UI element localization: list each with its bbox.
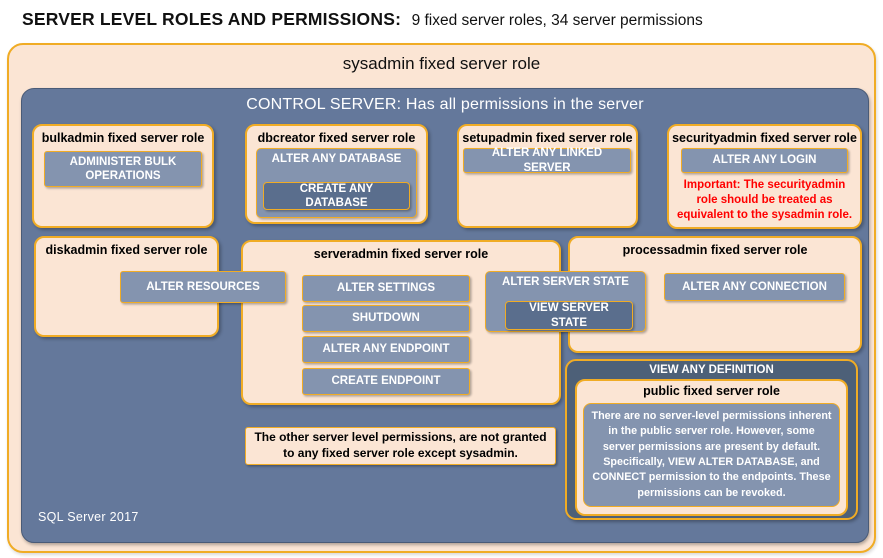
bulkadmin-role-box: bulkadmin fixed server role ADMINISTER B… [32, 124, 214, 228]
public-role-description: There are no server-level permissions in… [583, 403, 840, 507]
permission-create-endpoint: CREATE ENDPOINT [302, 368, 470, 395]
public-role-box: public fixed server role There are no se… [575, 379, 848, 516]
permission-alter-settings: ALTER SETTINGS [302, 275, 470, 302]
public-role-title: public fixed server role [643, 384, 780, 398]
sysadmin-role-title: sysadmin fixed server role [342, 54, 541, 73]
permission-alter-any-linked-server: ALTER ANY LINKED SERVER [463, 147, 631, 174]
serveradmin-role-title: serveradmin fixed server role [313, 247, 489, 261]
permission-alter-server-state: ALTER SERVER STATE VIEW SERVER STATE [485, 271, 646, 332]
setupadmin-role-box: setupadmin fixed server role ALTER ANY L… [457, 124, 638, 228]
page-title: SERVER LEVEL ROLES AND PERMISSIONS: 9 fi… [22, 9, 703, 30]
dbcreator-role-box: dbcreator fixed server role ALTER ANY DA… [245, 124, 428, 224]
diskadmin-role-title: diskadmin fixed server role [45, 243, 208, 257]
processadmin-role-title: processadmin fixed server role [622, 243, 808, 257]
permission-create-any-database: CREATE ANY DATABASE [263, 182, 410, 210]
page-title-main: SERVER LEVEL ROLES AND PERMISSIONS: [22, 9, 402, 29]
permission-alter-any-connection: ALTER ANY CONNECTION [664, 273, 845, 301]
permission-shutdown: SHUTDOWN [302, 305, 470, 332]
permission-view-any-definition-label: VIEW ANY DEFINITION [649, 364, 774, 376]
permission-view-server-state: VIEW SERVER STATE [505, 301, 633, 330]
sysadmin-role-box: sysadmin fixed server role CONTROL SERVE… [7, 43, 876, 553]
control-server-title: CONTROL SERVER: Has all permissions in t… [246, 96, 644, 113]
permission-alter-any-login: ALTER ANY LOGIN [681, 148, 848, 173]
permission-administer-bulk-operations: ADMINISTER BULK OPERATIONS [44, 151, 202, 187]
page-title-subtitle: 9 fixed server roles, 34 server permissi… [411, 12, 703, 29]
permission-alter-any-endpoint: ALTER ANY ENDPOINT [302, 336, 470, 363]
securityadmin-role-title: securityadmin fixed server role [672, 131, 857, 145]
permission-alter-any-database: ALTER ANY DATABASE CREATE ANY DATABASE [256, 148, 417, 218]
setupadmin-role-title: setupadmin fixed server role [462, 131, 633, 145]
other-permissions-note: The other server level permissions, are … [245, 427, 556, 465]
footer-label: SQL Server 2017 [38, 510, 139, 524]
control-server-box: CONTROL SERVER: Has all permissions in t… [21, 88, 869, 543]
securityadmin-role-box: securityadmin fixed server role ALTER AN… [667, 124, 862, 229]
securityadmin-warning-note: Important: The securityadmin role should… [676, 179, 853, 221]
bulkadmin-role-title: bulkadmin fixed server role [41, 131, 205, 145]
dbcreator-role-title: dbcreator fixed server role [257, 131, 416, 145]
permission-alter-server-state-label: ALTER SERVER STATE [502, 276, 629, 288]
view-any-definition-box: VIEW ANY DEFINITION public fixed server … [565, 359, 858, 520]
permission-alter-resources: ALTER RESOURCES [120, 271, 286, 303]
permission-alter-any-database-label: ALTER ANY DATABASE [271, 153, 402, 165]
